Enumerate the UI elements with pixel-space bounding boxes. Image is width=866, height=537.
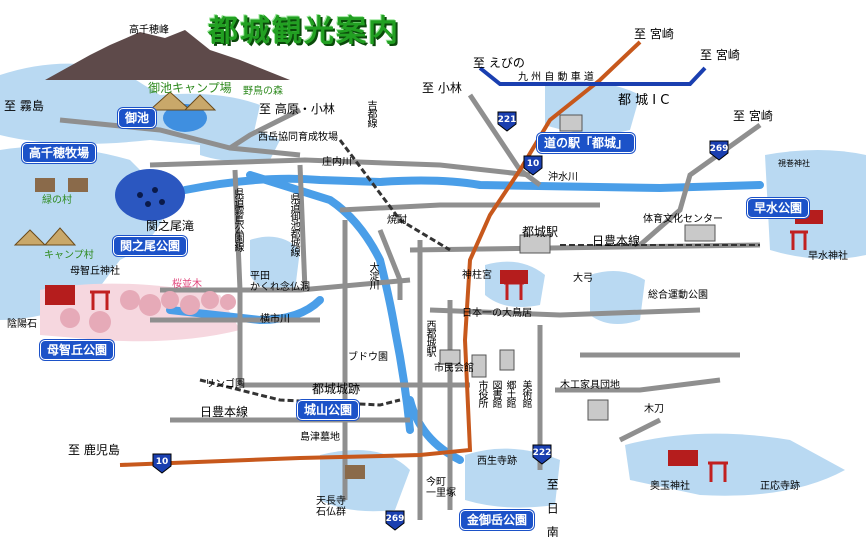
nishimiyakonojo-station-label: 西都城駅 — [424, 320, 435, 356]
route-269-shield-east: 269 — [708, 139, 730, 161]
shiho-label: 視巻神社 — [778, 159, 810, 168]
hayamizu-shrine-label: 早水神社 — [808, 251, 848, 262]
sakura-trees — [60, 290, 236, 333]
sakura-label: 桜並木 — [172, 279, 202, 290]
dest-ebino: 至 えびの — [473, 56, 525, 70]
kenmichi-miike: 県道御池都城線 — [288, 193, 299, 256]
torii-label: 日本一の大鳥居 — [462, 308, 532, 319]
dest-kagoshima: 至 鹿児島 — [68, 443, 120, 457]
mokko-label: 木工家具団地 — [560, 380, 620, 391]
sekinoo-falls — [115, 169, 185, 221]
michinoeki-badge[interactable]: 道の駅「都城」 — [537, 133, 636, 154]
hayamizu-park-badge[interactable]: 早水公園 — [747, 198, 810, 219]
route-221-shield: 221 — [496, 110, 518, 132]
jouyama-park-badge[interactable]: 城山公園 — [297, 400, 360, 421]
ic-label: 都 城 I C — [618, 93, 670, 108]
rail-label-east: 日豊本線 — [592, 234, 641, 248]
kigata-label: 木刀 — [644, 404, 664, 415]
kanamitake-park-badge[interactable]: 金御岳公園 — [460, 510, 535, 531]
miyakonojo-station-label: 都城駅 — [522, 225, 559, 239]
toshokan-label: 図書館 — [490, 380, 501, 407]
cabins — [35, 178, 365, 479]
camp-village-label: キャンプ村 — [44, 250, 94, 261]
takachiho-bokujo-badge[interactable]: 高千穂牧場 — [22, 143, 97, 164]
expressway-label: 九 州 自 動 車 道 — [518, 72, 594, 83]
nishidake-label: 西岳協同育成牧場 — [258, 132, 338, 143]
dest-miyazaki-3: 至 宮崎 — [733, 109, 773, 123]
heiden-label: 平田 かくれ念仏洞 — [250, 271, 310, 293]
shrine-label: 神柱宮 — [462, 270, 492, 281]
shoshinji-label: 正応寺跡 — [760, 481, 800, 492]
yoshito-line: 吉都線 — [365, 100, 376, 127]
dest-takaharu: 至 高原・小林 — [259, 102, 335, 116]
shochu-label: 焼酎 — [387, 215, 407, 226]
kyodo-label: 郷土館 — [504, 380, 515, 407]
buildings — [439, 114, 716, 421]
miike-badge[interactable]: 御池 — [118, 108, 157, 129]
sekinoo-taki-label: 関之尾滝 — [146, 219, 195, 233]
mochio-park-badge[interactable]: 母智丘公園 — [40, 340, 115, 361]
dest-nichinan: 至 日 南 — [545, 478, 560, 537]
daikyu-label: 大弓 — [573, 273, 593, 284]
tenchoji-label: 天長寺 石仏群 — [316, 496, 346, 518]
shounai-river-label: 庄内川 — [322, 157, 352, 168]
budouen-label: ブドウ園 — [348, 352, 388, 363]
railways — [199, 139, 760, 407]
route-10-shield-north: 10 — [522, 154, 544, 176]
map-title: 都城観光案内 — [208, 14, 400, 49]
jouseki-label: 都城城跡 — [312, 382, 361, 396]
sekinoo-park-badge[interactable]: 関之尾公園 — [113, 236, 188, 257]
dest-miyazaki-2: 至 宮崎 — [700, 48, 740, 62]
bijutsukan-label: 美術館 — [520, 380, 531, 407]
dest-kobayashi: 至 小林 — [422, 81, 462, 95]
taiiku-label: 体育文化センター — [643, 214, 723, 225]
midori-label: 緑の村 — [42, 195, 72, 206]
noshima-label: 野鳥の森 — [243, 86, 283, 97]
route-269-shield-south: 269 — [384, 509, 406, 531]
national-route-10 — [119, 40, 642, 467]
imamachi-label: 今町 一里塚 — [426, 477, 456, 499]
inyouseki-label: 陰陽石 — [7, 319, 37, 330]
dest-kirishima: 至 霧島 — [4, 99, 44, 113]
shrine-gates — [90, 230, 808, 482]
miike-lake — [163, 104, 207, 132]
route-10-shield-south: 10 — [151, 452, 173, 474]
okushrine-label: 奥玉神社 — [650, 481, 690, 492]
ringoen-label: リンゴ園 — [205, 379, 245, 390]
tents — [13, 91, 217, 246]
shimazu-label: 島津墓地 — [300, 432, 340, 443]
shimizu-river-label: 沖水川 — [548, 172, 578, 183]
route-222-shield: 222 — [531, 443, 553, 465]
shiminkaikan-label: 市民会館 — [434, 363, 474, 374]
rail-label-west: 日豊本線 — [200, 405, 249, 419]
mountain-label: 高千穂峰 — [129, 25, 169, 36]
shiyakusho-label: 市役所 — [476, 380, 487, 407]
mochio-shrine-label: 母智丘神社 — [70, 266, 120, 277]
dest-miyazaki-1: 至 宮崎 — [634, 27, 674, 41]
kenmichi-kirishima: 県道霧島公園線 — [232, 188, 243, 251]
miike-camp-label: 御池キャンプ場 — [148, 81, 232, 95]
expressway-line — [478, 66, 707, 86]
nishiseiji-label: 西生寺跡 — [477, 456, 517, 467]
yokoichi-river-label: 横市川 — [260, 314, 290, 325]
mountain-shape — [45, 30, 290, 80]
oyodo-river-label: 大淀川 — [367, 262, 378, 289]
sougou-label: 総合運動公園 — [648, 290, 708, 301]
